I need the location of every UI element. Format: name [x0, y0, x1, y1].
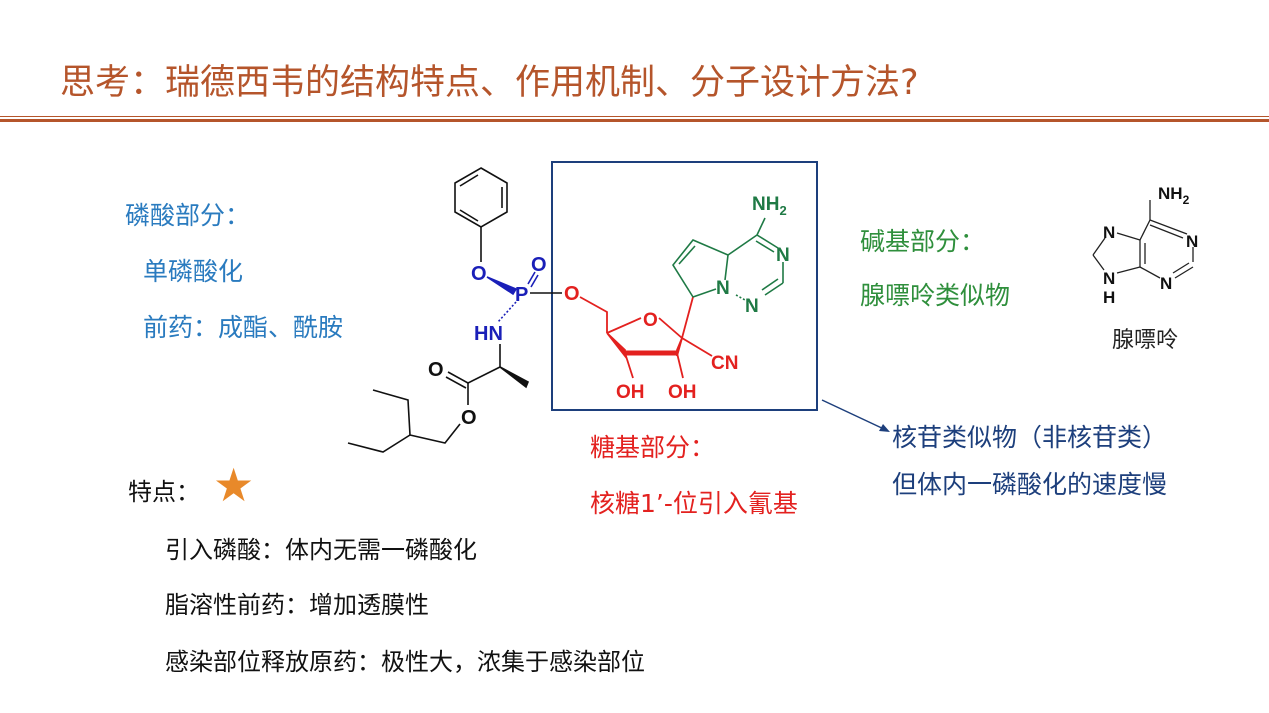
- atom-h: H: [1103, 288, 1115, 307]
- atom-oh: OH: [616, 382, 645, 403]
- atom-o: O: [428, 359, 444, 381]
- atom-o: O: [564, 283, 580, 305]
- atom-o: O: [531, 254, 547, 276]
- pyrrolotriazine-ring: [672, 217, 784, 301]
- atom-n: N: [1103, 223, 1115, 242]
- base-line1: 腺嘌呤类似物: [860, 281, 1011, 310]
- atom-cn: CN: [711, 353, 738, 374]
- ribose-ring: [579, 296, 713, 379]
- adenine-structure: [1092, 200, 1194, 279]
- atom-o: O: [643, 310, 658, 331]
- adenine-nh2: NH2: [1158, 184, 1190, 207]
- sugar-base-box: [551, 161, 818, 411]
- arrow-head-icon: [879, 424, 890, 432]
- atom-n: N: [1160, 274, 1172, 293]
- features-heading: 特点：: [128, 478, 200, 506]
- atom-p: P: [515, 284, 528, 306]
- sugar-heading: 糖基部分：: [590, 433, 716, 462]
- atom-o: O: [461, 407, 477, 429]
- atom-hn: HN: [474, 323, 503, 345]
- page-title: 思考：瑞德西韦的结构特点、作用机制、分子设计方法?: [60, 63, 919, 103]
- sugar-line1: 核糖1’-位引入氰基: [590, 489, 798, 518]
- atom-n: N: [745, 296, 759, 317]
- atom-n: N: [1186, 232, 1198, 251]
- phosphate-line2: 前药：成酯、酰胺: [143, 313, 344, 342]
- nucleoside-line1: 核苷类似物（非核苷类）: [892, 423, 1168, 452]
- adenine-label: 腺嘌呤: [1112, 328, 1179, 353]
- phenyl-ring: [454, 167, 508, 262]
- arrow-line: [821, 399, 887, 431]
- title-divider-thick: [0, 119, 1269, 122]
- base-heading: 碱基部分：: [860, 227, 986, 256]
- atom-n: N: [716, 278, 730, 299]
- atom-n: N: [776, 245, 790, 266]
- phosphate-line1: 单磷酸化: [143, 257, 244, 286]
- atom-o: O: [471, 263, 487, 285]
- phosphate-heading: 磷酸部分：: [125, 201, 251, 230]
- atom-oh: OH: [668, 382, 697, 403]
- atom-n: N: [1103, 269, 1115, 288]
- star-icon: ★: [213, 458, 255, 512]
- feature-item: 脂溶性前药：增加透膜性: [165, 591, 429, 619]
- title-divider: [0, 116, 1269, 117]
- feature-item: 感染部位释放原药：极性大，浓集于感染部位: [165, 648, 645, 676]
- feature-item: 引入磷酸：体内无需一磷酸化: [165, 536, 477, 564]
- atom-nh2: NH2: [752, 194, 787, 218]
- nucleoside-line2: 但体内一磷酸化的速度慢: [892, 470, 1168, 499]
